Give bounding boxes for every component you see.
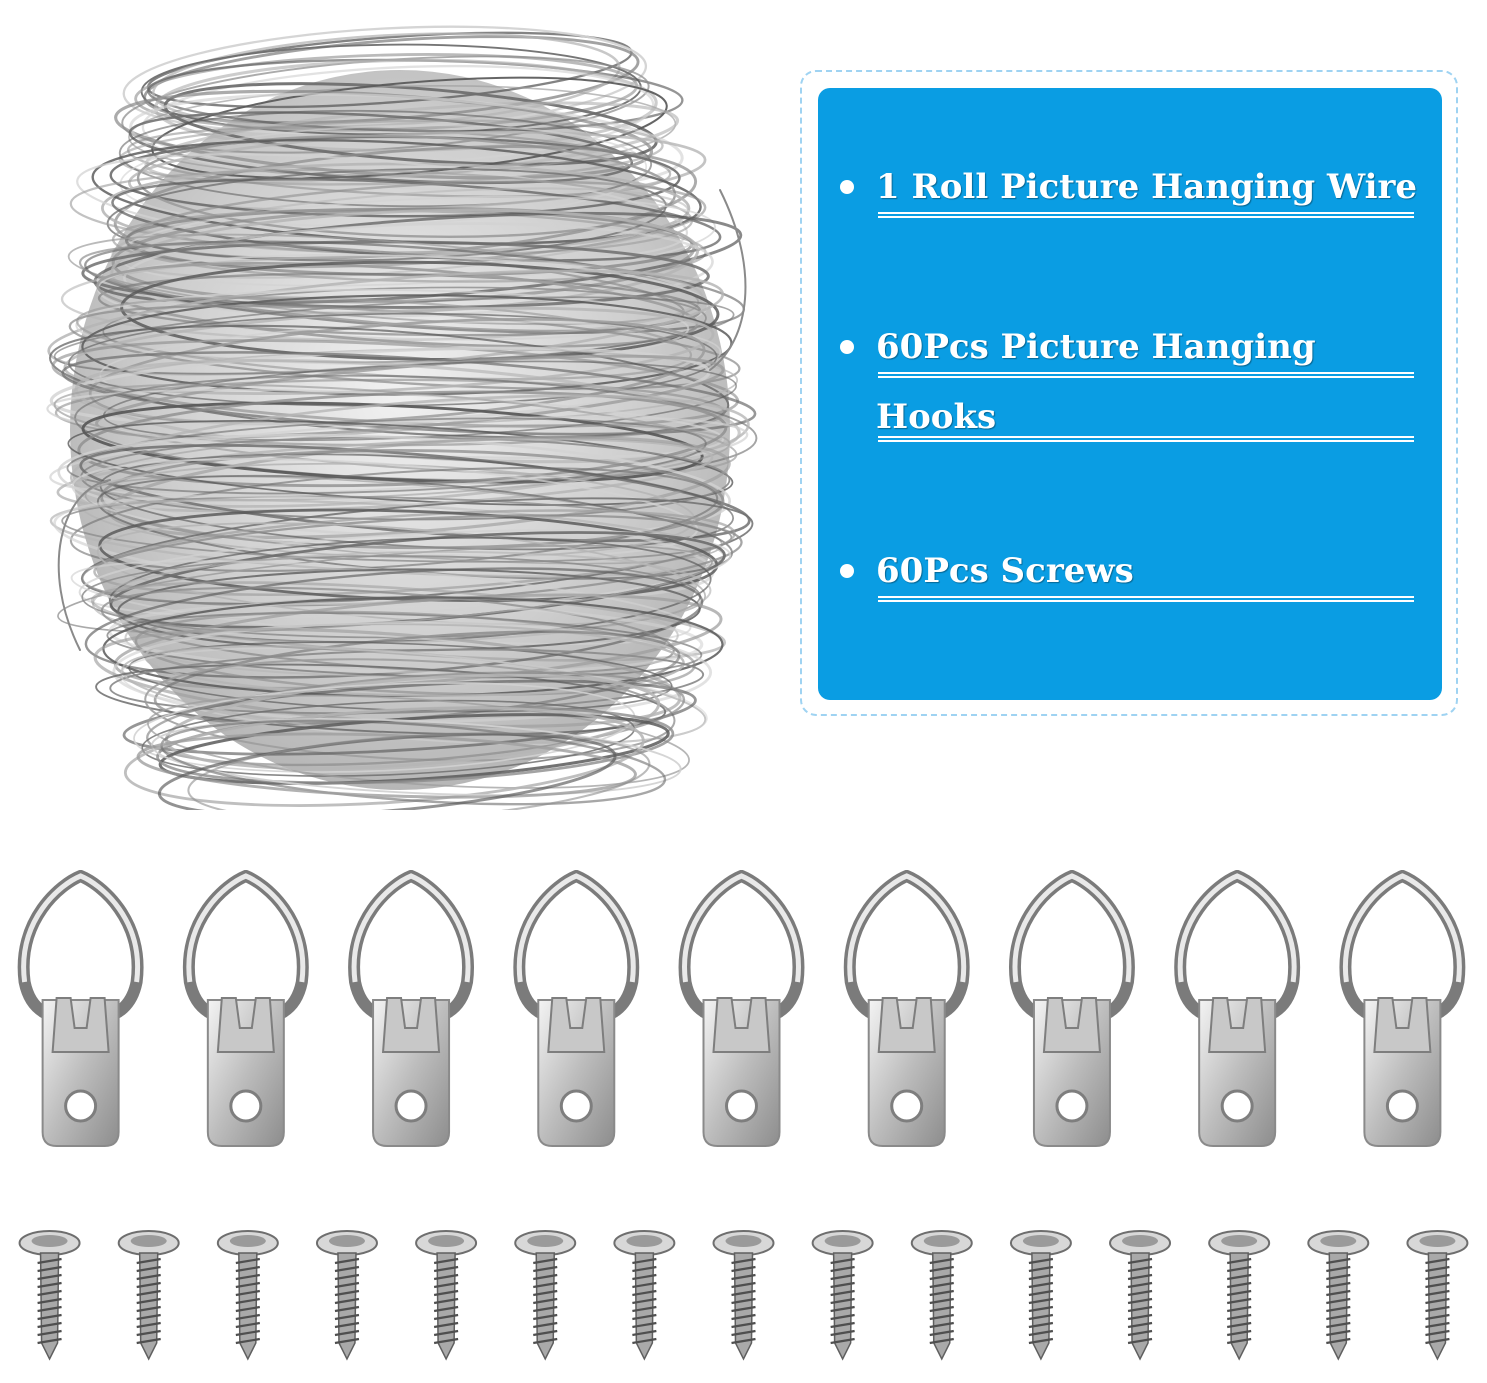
screw-icon xyxy=(1208,1230,1271,1361)
wire-strand xyxy=(128,111,634,184)
bullet-label: 60Pcs Picture Hanging Hooks xyxy=(876,327,1316,437)
d-ring-hook-icon xyxy=(17,870,144,1147)
d-ring-hook-icon xyxy=(678,870,805,1147)
wire-loose-end xyxy=(709,189,747,371)
wire-strand xyxy=(144,658,676,762)
wire-strand xyxy=(100,449,725,550)
d-ring-hook-icon xyxy=(1174,870,1301,1147)
d-ring-hook-icon xyxy=(1339,870,1466,1147)
wire-strand xyxy=(81,401,704,484)
wire-strand xyxy=(96,262,699,348)
screw-icon xyxy=(712,1230,775,1361)
d-ring-hook-icon xyxy=(1008,870,1135,1147)
wire-strand xyxy=(49,415,749,496)
wire-strand xyxy=(56,437,714,513)
double-underline xyxy=(878,212,1414,218)
info-panel-frame xyxy=(800,70,1458,716)
screw-icon xyxy=(910,1230,973,1361)
wire-loose-end xyxy=(57,479,111,651)
wire-strand xyxy=(158,713,670,785)
wire-strand xyxy=(88,317,706,426)
wire-strand xyxy=(61,495,733,563)
wire-strand xyxy=(118,119,664,186)
info-panel: 1 Roll Picture Hanging Wire 60Pcs Pictur… xyxy=(818,88,1442,700)
screw-icon xyxy=(1109,1230,1172,1361)
bullet-dot-icon xyxy=(840,340,854,354)
d-ring-hook-icon xyxy=(843,870,970,1147)
screw-icon xyxy=(117,1230,180,1361)
screw-icon xyxy=(1009,1230,1072,1361)
wire-strand xyxy=(150,718,682,797)
wire-strand xyxy=(109,648,705,715)
screw-icon xyxy=(514,1230,577,1361)
screw-icon xyxy=(415,1230,478,1361)
wire-strand xyxy=(136,732,637,799)
wire-strand xyxy=(147,694,690,789)
bullet-label: 1 Roll Picture Hanging Wire xyxy=(876,167,1418,207)
wire-coil-image xyxy=(46,25,758,810)
wire-strand xyxy=(66,417,707,495)
wire-strand xyxy=(108,536,712,643)
wire-strand xyxy=(134,610,696,696)
wire-strand xyxy=(123,222,714,318)
double-underline xyxy=(878,596,1414,602)
d-ring-hook-icon xyxy=(182,870,309,1147)
wire-strand xyxy=(187,732,651,810)
wire-strand xyxy=(96,522,707,626)
wire-strand xyxy=(69,466,719,572)
screws-row xyxy=(18,1230,1469,1361)
double-underline xyxy=(878,436,1414,442)
bullet-label: 60Pcs Screws xyxy=(876,551,1134,591)
bullet-dot-icon xyxy=(840,564,854,578)
wire-strand xyxy=(84,424,731,501)
wire-strand xyxy=(123,706,645,807)
hooks-row xyxy=(17,870,1466,1147)
wire-strand xyxy=(146,671,686,767)
screw-icon xyxy=(613,1230,676,1361)
bullet-dot-icon xyxy=(840,180,854,194)
wire-strand xyxy=(157,732,617,810)
screw-icon xyxy=(1406,1230,1469,1361)
screw-icon xyxy=(216,1230,279,1361)
wire-strand xyxy=(144,101,680,184)
d-ring-hook-icon xyxy=(513,870,640,1147)
wire-strand xyxy=(102,286,707,364)
screw-icon xyxy=(1307,1230,1370,1361)
wire-strand xyxy=(67,420,734,506)
wire-strand xyxy=(122,679,697,756)
wire-strand xyxy=(129,92,684,192)
double-underline xyxy=(878,372,1414,378)
screw-icon xyxy=(315,1230,378,1361)
wire-strand xyxy=(95,663,667,735)
d-ring-hook-icon xyxy=(348,870,475,1147)
wire-strand xyxy=(90,581,727,662)
screw-icon xyxy=(811,1230,874,1361)
wire-strand xyxy=(69,394,750,508)
wire-strand xyxy=(118,109,653,208)
screw-icon xyxy=(18,1230,81,1361)
